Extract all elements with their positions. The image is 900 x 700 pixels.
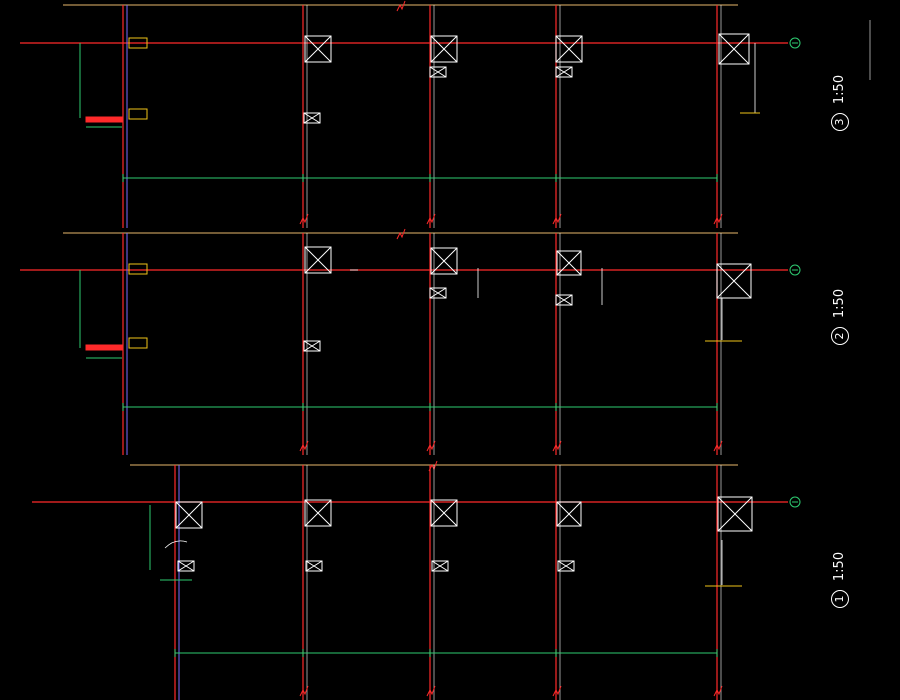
s2-column-box-3-cross-b (556, 250, 582, 276)
s1-col-break-1 (426, 685, 436, 697)
s3-col-break-1 (426, 213, 436, 225)
s3-column-box-2 (430, 35, 458, 63)
s3-column-box-3-cross-b (555, 35, 583, 63)
s1-small-box-1 (305, 560, 323, 572)
s2-col-break-0 (299, 440, 309, 452)
s3-small-box-3-x2 (555, 66, 573, 78)
s1-small-box-2-x2 (431, 560, 449, 572)
s3-axis-bubble (789, 37, 801, 49)
s2-ibeam-bottom (128, 337, 148, 349)
s3-col-break-3 (713, 213, 723, 225)
s2-axis-bubble (789, 264, 801, 276)
s3-col-break-0 (299, 213, 309, 225)
s2-top-break (396, 228, 406, 240)
s2-column-box-3 (556, 250, 582, 276)
s1-column-box-0 (175, 501, 203, 529)
s3-base-plate (85, 116, 123, 123)
s3-column-box-1-cross-b (304, 35, 332, 63)
s1-col-break-0 (299, 685, 309, 697)
s3-small-box-3 (555, 66, 573, 78)
s2-small-box-1-x2 (303, 340, 321, 352)
s3-ibeam-top (128, 37, 148, 49)
s3-small-box-2 (429, 66, 447, 78)
s1-column-box-4 (717, 496, 753, 532)
s1-column-box-1 (304, 499, 332, 527)
section-1-scale: 1:50 (832, 551, 848, 582)
s2-ibeam-top (128, 263, 148, 275)
s2-column-box-4 (716, 263, 752, 299)
s2-base-plate (85, 344, 123, 351)
s1-leader-arc (164, 540, 188, 549)
s1-small-box-2 (431, 560, 449, 572)
s3-column-box-2-cross-b (430, 35, 458, 63)
s2-small-box-2 (429, 287, 447, 299)
s3-small-box-1 (303, 112, 321, 124)
s3-ibeam-bottom (128, 108, 148, 120)
s1-small-box-3-x2 (557, 560, 575, 572)
s1-column-box-4-cross-b (717, 496, 753, 532)
s1-column-box-3 (556, 501, 582, 527)
s2-column-box-2-cross-b (430, 247, 458, 275)
s2-small-box-2-x2 (429, 287, 447, 299)
s2-column-box-4-cross-b (716, 263, 752, 299)
s1-small-box-1-x2 (305, 560, 323, 572)
s1-column-box-2 (430, 499, 458, 527)
section-3-number: 3 (831, 113, 849, 131)
s1-column-box-0-cross-b (175, 501, 203, 529)
s2-column-box-2 (430, 247, 458, 275)
s3-col-break-2 (552, 213, 562, 225)
s1-axis-bubble (789, 496, 801, 508)
s3-column-box-4-cross-b (718, 33, 750, 65)
s1-small-box-3 (557, 560, 575, 572)
s2-small-box-3-x2 (555, 294, 573, 306)
s1-small-box-0 (177, 560, 195, 572)
s1-column-box-3-cross-b (556, 501, 582, 527)
s1-col-break-3 (713, 685, 723, 697)
s3-column-box-1 (304, 35, 332, 63)
s1-col-break-2 (552, 685, 562, 697)
s3-small-box-1-x2 (303, 112, 321, 124)
s2-column-box-1-cross-b (304, 246, 332, 274)
s2-col-break-2 (552, 440, 562, 452)
s2-small-box-1 (303, 340, 321, 352)
s1-column-box-2-cross-b (430, 499, 458, 527)
section-2-number: 2 (831, 327, 849, 345)
s2-small-box-3 (555, 294, 573, 306)
s3-column-box-4 (718, 33, 750, 65)
s2-column-box-1 (304, 246, 332, 274)
section-3-scale: 1:50 (832, 74, 848, 105)
s2-col-break-3 (713, 440, 723, 452)
section-2-scale: 1:50 (832, 288, 848, 319)
s3-top-break (396, 0, 406, 12)
s2-col-break-1 (426, 440, 436, 452)
s1-column-box-1-cross-b (304, 499, 332, 527)
s3-column-box-3 (555, 35, 583, 63)
s1-small-box-0-x2 (177, 560, 195, 572)
s3-small-box-2-x2 (429, 66, 447, 78)
section-1-number: 1 (831, 590, 849, 608)
